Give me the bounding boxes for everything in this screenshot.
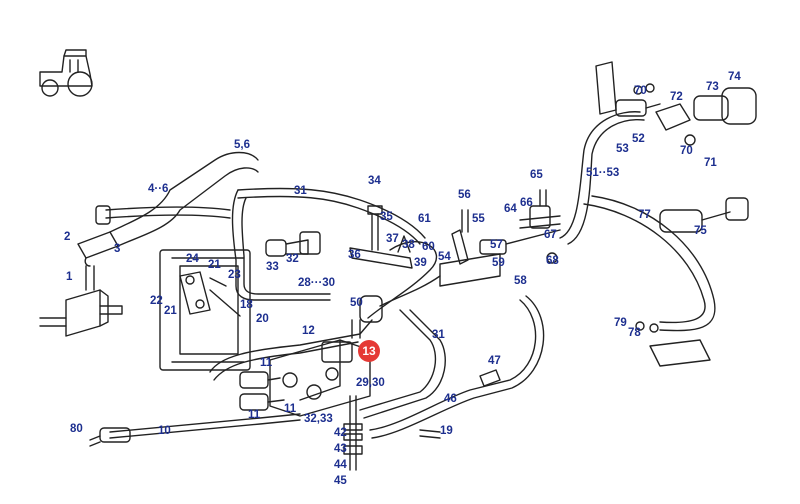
highlighted-callout[interactable]: 13 (358, 340, 380, 362)
callout-label[interactable]: 73 (706, 81, 719, 93)
callout-label[interactable]: 60 (422, 241, 435, 253)
callout-label[interactable]: 59 (492, 257, 505, 269)
callout-label[interactable]: 54 (438, 251, 451, 263)
callout-label[interactable]: 68 (546, 255, 559, 267)
callout-label[interactable]: 38 (402, 239, 415, 251)
callout-label[interactable]: 64 (504, 203, 517, 215)
callout-label[interactable]: 10 (158, 425, 171, 437)
callout-label[interactable]: 19 (440, 425, 453, 437)
callout-label[interactable]: 72 (670, 91, 683, 103)
callout-label[interactable]: 5,6 (234, 139, 250, 151)
callout-label[interactable]: 75 (694, 225, 707, 237)
callout-label[interactable]: 71 (704, 157, 717, 169)
callout-label[interactable]: 80 (70, 423, 83, 435)
callout-label[interactable]: 51··53 (586, 167, 620, 179)
callout-label[interactable]: 32 (286, 253, 299, 265)
callout-label[interactable]: 29,30 (356, 377, 385, 389)
tractor-icon (39, 49, 93, 97)
callout-label[interactable]: 21 (208, 259, 221, 271)
callout-label[interactable]: 74 (728, 71, 741, 83)
callout-label[interactable]: 28···30 (298, 277, 336, 289)
callout-label[interactable]: 24 (186, 253, 199, 265)
callout-label[interactable]: 61 (418, 213, 431, 225)
callout-label[interactable]: 57 (490, 239, 503, 251)
callout-label[interactable]: 77 (638, 209, 651, 221)
callout-label[interactable]: 36 (348, 249, 361, 261)
callout-label[interactable]: 18 (240, 299, 253, 311)
callout-label[interactable]: 11 (260, 357, 273, 369)
callout-label[interactable]: 79 (614, 317, 627, 329)
callout-label[interactable]: 52 (632, 133, 645, 145)
callout-label[interactable]: 31 (432, 329, 445, 341)
callout-label[interactable]: 39 (414, 257, 427, 269)
callout-label[interactable]: 11 (284, 403, 297, 415)
callout-label[interactable]: 44 (334, 459, 347, 471)
callout-label[interactable]: 66 (520, 197, 533, 209)
callout-label[interactable]: 58 (514, 275, 527, 287)
callout-label[interactable]: 35 (380, 211, 393, 223)
callout-label[interactable]: 32,33 (304, 413, 333, 425)
callout-label[interactable]: 47 (488, 355, 501, 367)
callout-label[interactable]: 43 (334, 443, 347, 455)
callout-label[interactable]: 1 (66, 271, 73, 283)
callout-label[interactable]: 3 (114, 243, 121, 255)
callout-label[interactable]: 11 (248, 409, 261, 421)
callout-label[interactable]: 50 (350, 297, 363, 309)
callout-label[interactable]: 56 (458, 189, 471, 201)
callout-label[interactable]: 70 (634, 85, 647, 97)
callout-label[interactable]: 70 (680, 145, 693, 157)
callout-label[interactable]: 37 (386, 233, 399, 245)
callout-label[interactable]: 20 (256, 313, 269, 325)
callout-label[interactable]: 4··6 (148, 183, 169, 195)
callout-label[interactable]: 67 (544, 229, 557, 241)
callout-label[interactable]: 55 (472, 213, 485, 225)
callout-label[interactable]: 46 (444, 393, 457, 405)
callout-label[interactable]: 65 (530, 169, 543, 181)
callout-label[interactable]: 34 (368, 175, 381, 187)
callout-label[interactable]: 78 (628, 327, 641, 339)
callout-label[interactable]: 12 (302, 325, 315, 337)
callout-label[interactable]: 31 (294, 185, 307, 197)
callout-label[interactable]: 42 (334, 427, 347, 439)
callout-label[interactable]: 45 (334, 475, 347, 487)
callout-label[interactable]: 22 (150, 295, 163, 307)
callout-label[interactable]: 21 (164, 305, 177, 317)
callout-label[interactable]: 33 (266, 261, 279, 273)
callout-label[interactable]: 53 (616, 143, 629, 155)
callout-label[interactable]: 2 (64, 231, 71, 243)
callout-label[interactable]: 23 (228, 269, 241, 281)
